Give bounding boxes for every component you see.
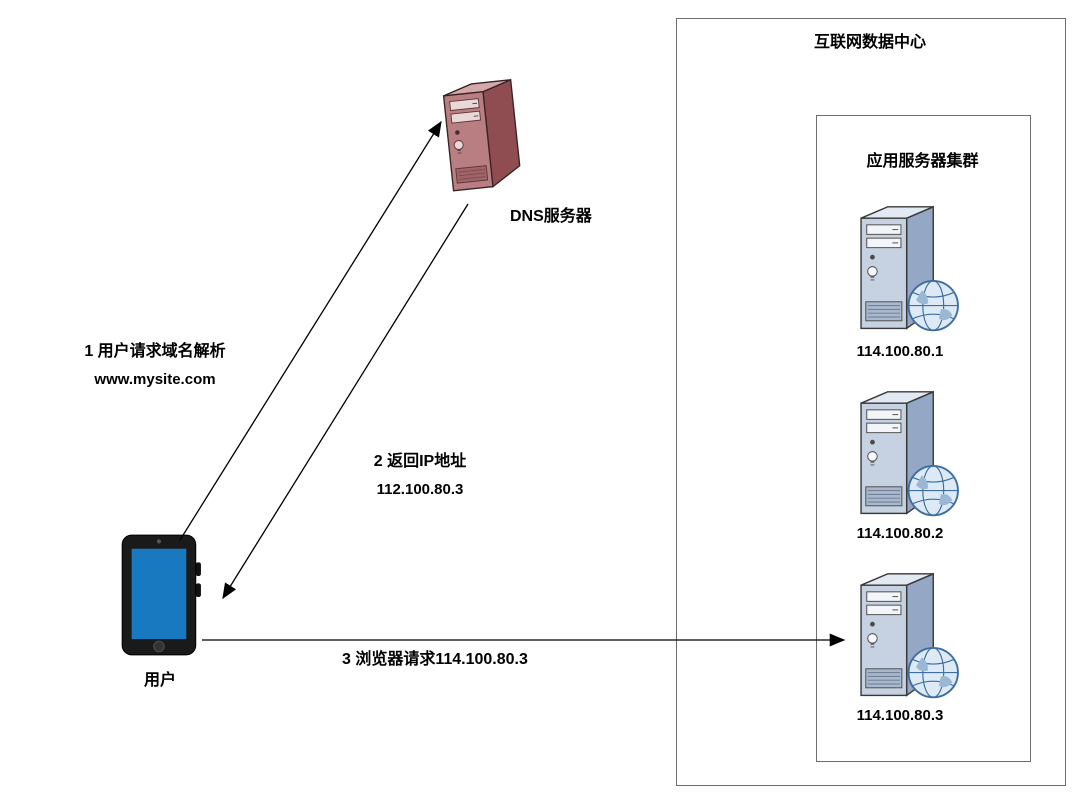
app-server-2: [838, 388, 962, 521]
user-label: 用户: [143, 672, 176, 689]
flow-3-label: 3 浏览器请求114.100.80.3: [342, 646, 528, 674]
dns-server-label: DNS服务器: [510, 208, 592, 225]
flow-1-step: 1 用户请求域名解析: [84, 343, 226, 360]
idc-box: [676, 18, 1066, 786]
app-server-3: [838, 570, 962, 703]
dns-server: [423, 65, 544, 208]
user-device-icon: [118, 533, 202, 659]
app-server-icon: [838, 203, 962, 336]
app-server-1-label: 114.100.80.1: [856, 343, 944, 360]
flow-2-step: 2 返回IP地址: [373, 453, 467, 470]
app-server-3-label: 114.100.80.3: [856, 707, 944, 724]
flow-2-label: 2 返回IP地址 112.100.80.3: [350, 448, 490, 504]
dns-server-icon: [423, 65, 544, 208]
flow-1-label: 1 用户请求域名解析 www.mysite.com: [40, 338, 270, 394]
app-server-2-label: 114.100.80.2: [856, 525, 944, 542]
arrow-2-dns-to-user: [222, 203, 469, 600]
user-device: [118, 533, 202, 659]
cluster-box: [816, 115, 1031, 762]
app-server-icon: [838, 570, 962, 703]
flow-3-step: 3 浏览器请求114.100.80.3: [342, 651, 528, 668]
idc-box-title: 互联网数据中心: [813, 34, 926, 51]
app-server-1: [838, 203, 962, 336]
app-server-icon: [838, 388, 962, 521]
flow-1-detail: www.mysite.com: [94, 371, 216, 388]
cluster-box-title: 应用服务器集群: [866, 153, 979, 170]
flow-2-detail: 112.100.80.3: [376, 481, 464, 498]
